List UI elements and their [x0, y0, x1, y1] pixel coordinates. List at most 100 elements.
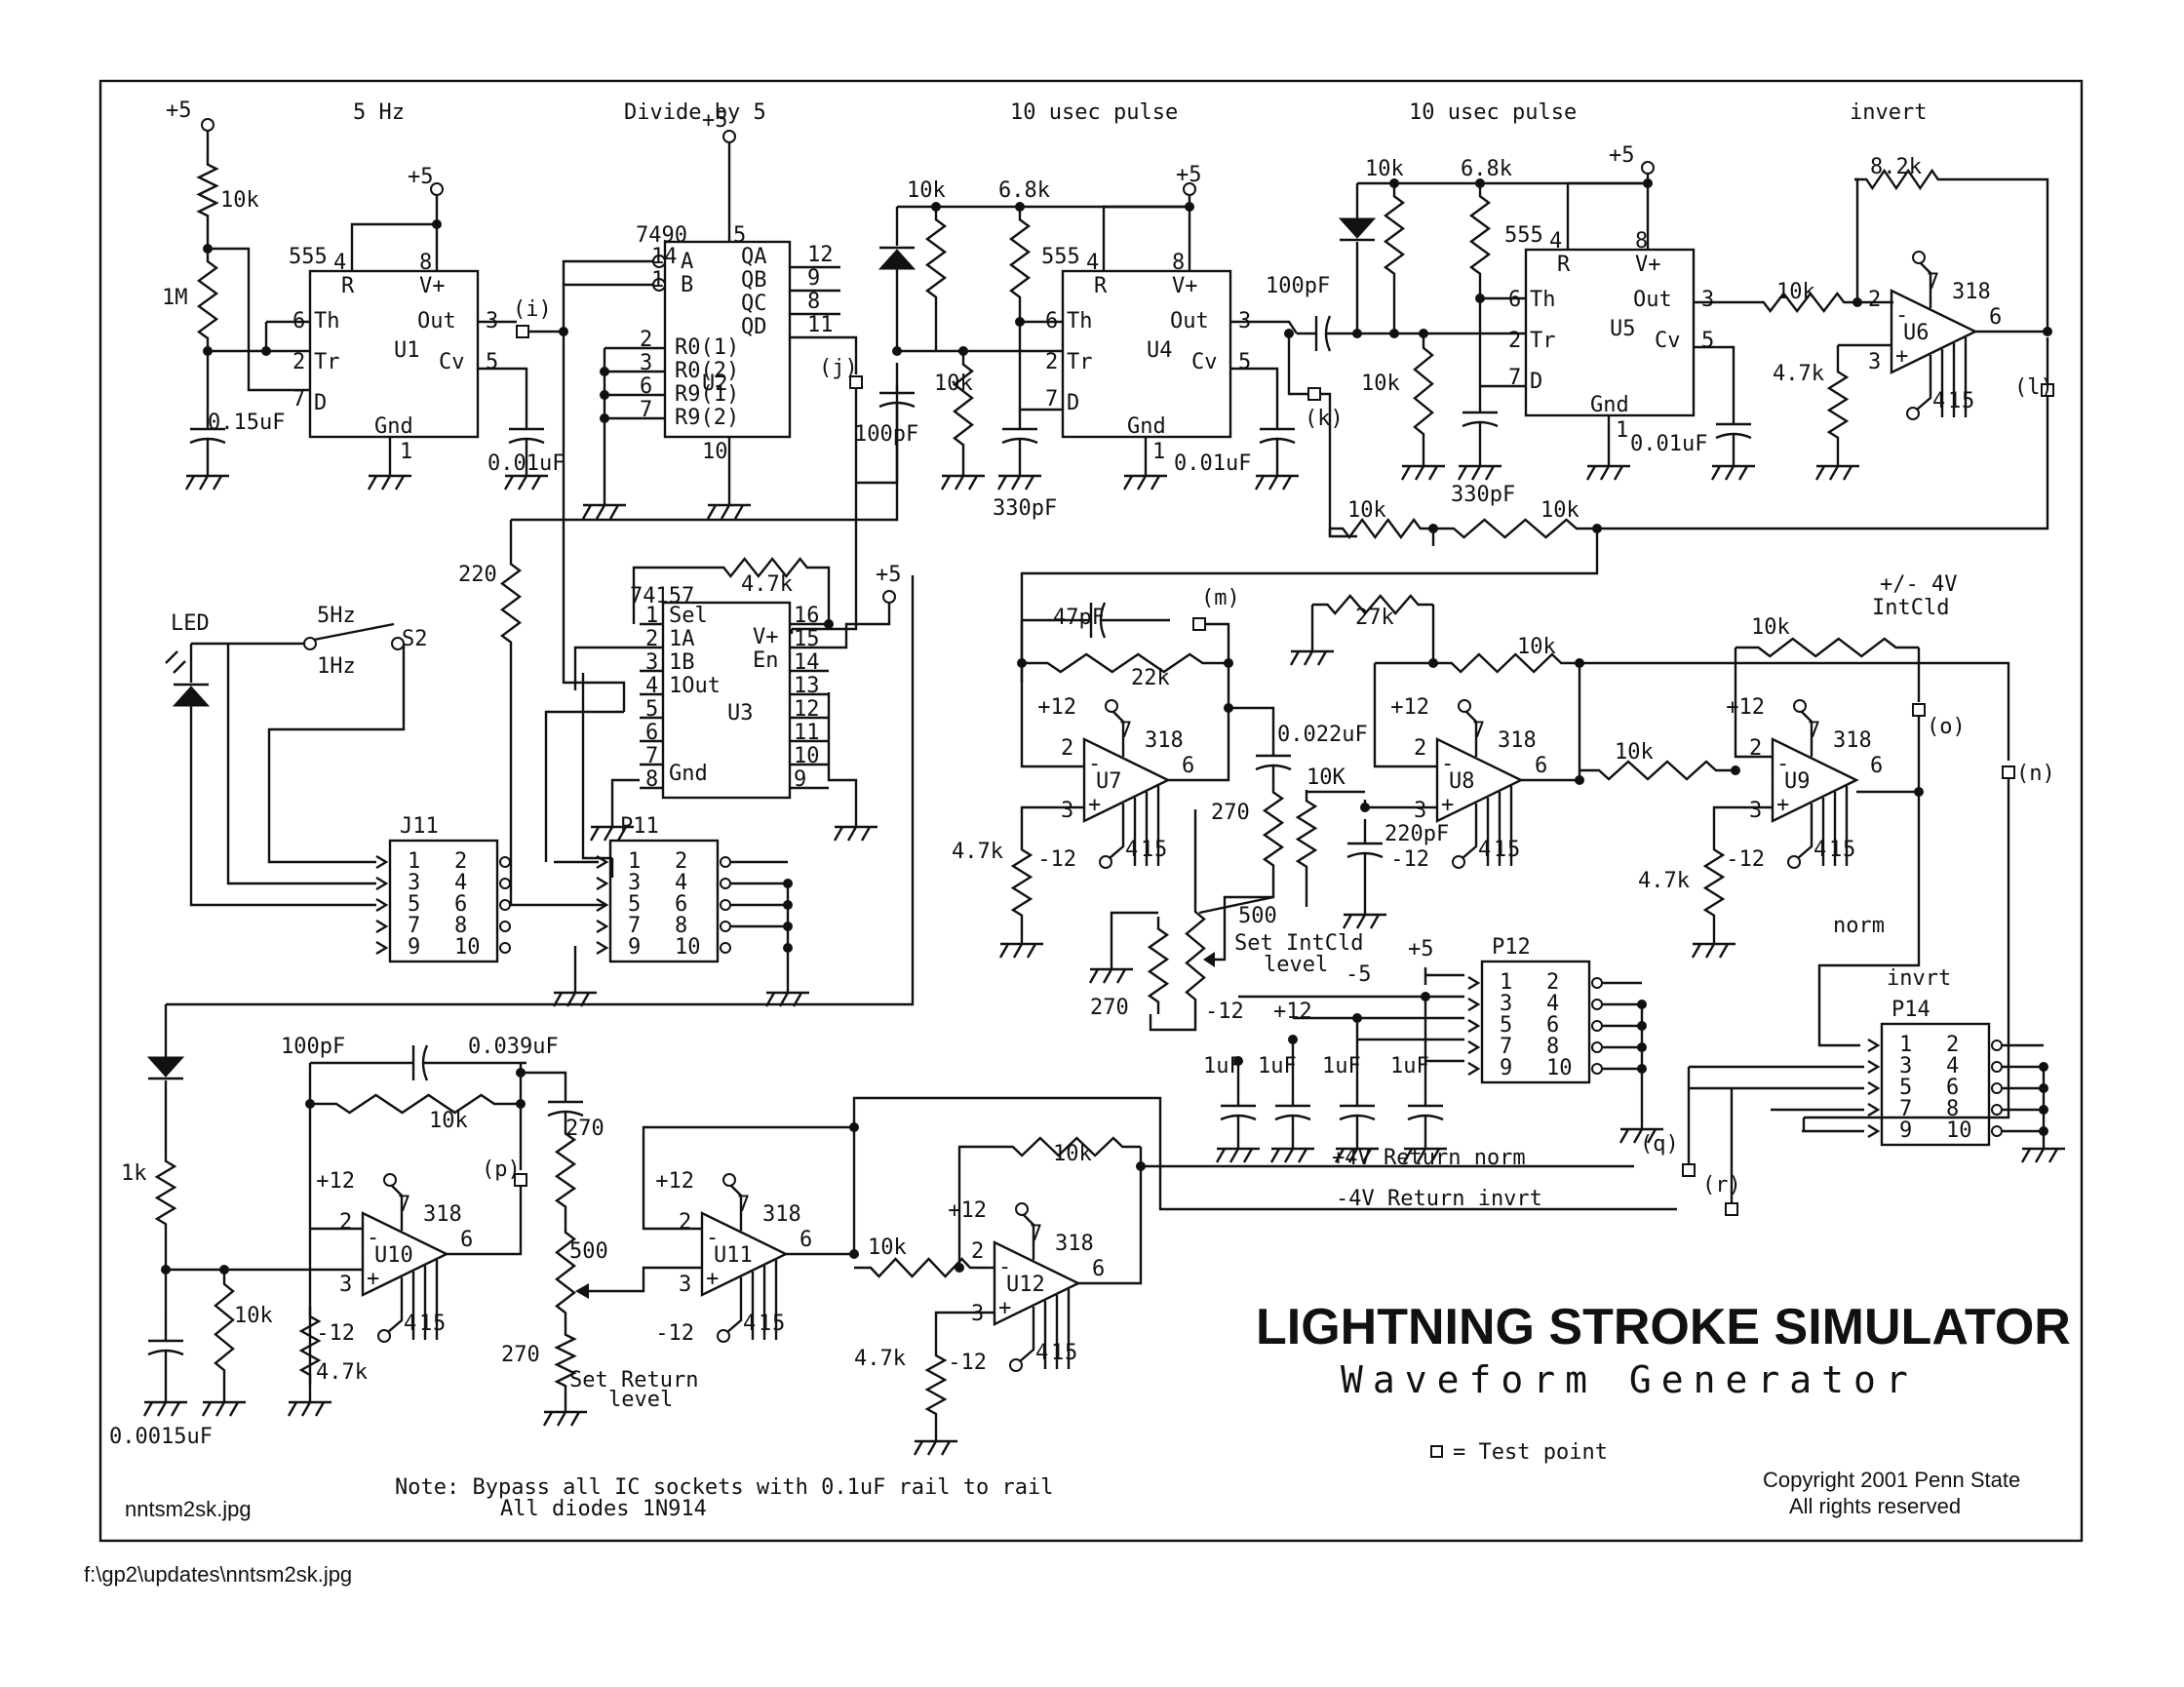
connector-pin: 2 [1946, 1033, 1959, 1057]
pin-marker [1467, 1061, 1481, 1077]
connector-pin: 8 [454, 914, 467, 938]
resistor [554, 1326, 577, 1394]
wire [1078, 1147, 1143, 1285]
wire [1228, 706, 1275, 741]
opamp-pin-number: 6 [1092, 1257, 1105, 1281]
capacitor [189, 410, 226, 458]
opamp-pin-number: 1 [759, 1312, 771, 1336]
resistor-value: 27k [1355, 606, 1394, 630]
opamp-type: 318 [1145, 728, 1184, 753]
resistor [1330, 517, 1433, 540]
resistor-value: 10k [1615, 740, 1654, 765]
opamp-pin-number: 2 [1868, 288, 1881, 312]
pin-number: 8 [1635, 229, 1648, 254]
file-path: f:\gp2\updates\nntsm2sk.jpg [84, 1562, 352, 1587]
chip-ref: U5 [1610, 317, 1636, 341]
resistor-value: 10k [1751, 615, 1790, 640]
supply-label: -12 [1037, 847, 1076, 872]
test-point-legend: = Test point [1453, 1440, 1608, 1465]
terminal-circle [201, 118, 214, 132]
pin-name: D [314, 391, 327, 415]
supply-label: +12 [1726, 695, 1765, 720]
opamp-type: 318 [1055, 1232, 1094, 1256]
pin-number: 8 [419, 251, 432, 275]
pin-name: Cv [1655, 329, 1681, 353]
wire [573, 646, 640, 690]
resistor-value: 10k [1776, 280, 1815, 304]
resistor [1750, 292, 1857, 313]
capacitor-value: 100pF [1266, 274, 1330, 298]
opamp-pin-number: 4 [1125, 838, 1138, 862]
opamp-pin: + [367, 1267, 379, 1291]
resistor-value: 22k [1131, 666, 1170, 690]
resistor [1010, 839, 1034, 926]
wire [1950, 177, 2049, 332]
wire [1230, 320, 1298, 334]
ground-symbol [998, 926, 1043, 959]
wire [726, 1277, 743, 1333]
resistor-value: 10k [934, 372, 973, 396]
wire [856, 433, 899, 485]
opamp-pin: + [998, 1296, 1011, 1320]
chip-type: 555 [289, 245, 328, 269]
capacitor-value: 0.01uF [488, 451, 565, 476]
opamp-u11 [700, 1211, 789, 1297]
pin-number: 14 [794, 650, 820, 675]
resistor [1468, 183, 1492, 287]
opamp-ref: U7 [1096, 769, 1122, 794]
pin-name: R [341, 274, 355, 298]
opamp-pin-number: 5 [1843, 838, 1855, 862]
terminal-circle [303, 637, 317, 650]
pin-marker [1991, 1061, 2003, 1073]
terminal-circle [717, 1329, 730, 1343]
wire [1019, 1307, 1035, 1362]
opamp-pin: + [1441, 793, 1454, 817]
connector-pin: 8 [1946, 1097, 1959, 1121]
pin-number: 4 [1086, 251, 1099, 275]
junction-dot [1575, 775, 1584, 785]
resistor [1008, 207, 1032, 310]
wire [1804, 778, 2010, 1119]
opamp-pin-number: 3 [971, 1302, 984, 1326]
resistor-value: 270 [566, 1117, 604, 1141]
pin-number: 8 [807, 290, 820, 314]
opamp-pin-number: 5 [1065, 1341, 1077, 1365]
wire [350, 222, 439, 271]
wires [161, 131, 2052, 1385]
ground-symbol [940, 458, 985, 490]
pin-name: R0(2) [675, 359, 739, 383]
pin-name: Out [417, 309, 456, 333]
resistor [310, 1093, 521, 1115]
pin-marker [1591, 1063, 1603, 1075]
connector-ref: J11 [400, 814, 439, 839]
diode [1338, 217, 1377, 239]
connector-p12 [1480, 960, 1591, 1084]
pin-marker [720, 921, 731, 932]
rail-note: IntCld [1872, 596, 1949, 620]
pin-number: 7 [1508, 366, 1521, 390]
opamp-u10 [361, 1211, 449, 1297]
ground-symbol [1215, 1131, 1260, 1163]
resistor-value: 10k [1053, 1142, 1092, 1166]
ground-symbol [1710, 449, 1755, 481]
wire [562, 283, 653, 332]
stage-label: 10 usec pulse [1409, 100, 1577, 125]
supply-label: +5 [1609, 143, 1635, 168]
ground-symbol [996, 458, 1041, 490]
pin-number: 7 [640, 398, 652, 422]
supply-label: +12 [1037, 695, 1076, 720]
test-point-label: (l) [2014, 375, 2053, 400]
wire [478, 367, 528, 410]
capacitor [1715, 410, 1752, 449]
connector-j11 [388, 839, 499, 963]
opamp-pin-number: 1 [1051, 1341, 1064, 1365]
ground-symbol [1814, 449, 1859, 481]
ground-symbol [1334, 1131, 1379, 1163]
pin-marker [1867, 1080, 1881, 1096]
resistor [1433, 652, 1580, 674]
wire [957, 1145, 994, 1268]
capacitor-value: 1uF [1258, 1054, 1297, 1079]
connector-pin: 10 [1546, 1056, 1573, 1080]
chip-type: 555 [1041, 245, 1080, 269]
diode [146, 1056, 185, 1078]
